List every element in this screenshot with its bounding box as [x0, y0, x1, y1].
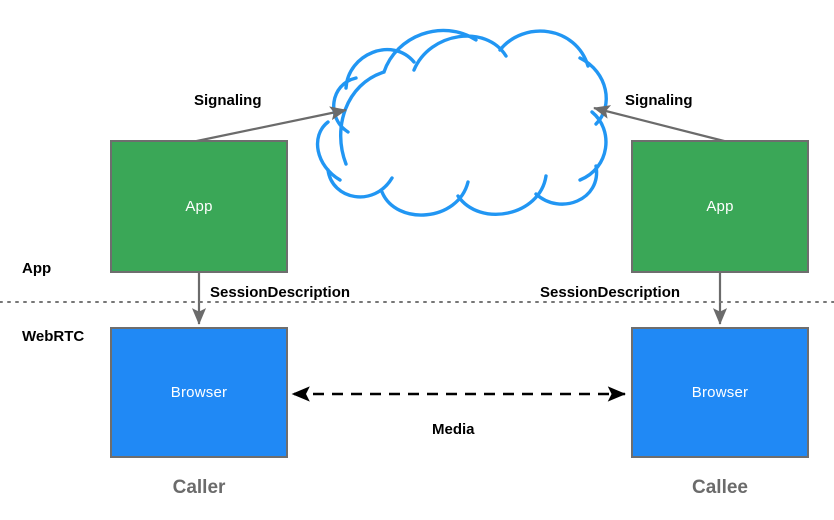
node-app-caller[interactable]: App	[110, 140, 288, 273]
node-label: Browser	[691, 384, 749, 401]
role-label-caller: Caller	[172, 477, 226, 498]
edge-label-session-description-left: SessionDescription	[210, 284, 351, 301]
node-browser-callee[interactable]: Browser	[631, 327, 809, 458]
node-label: App	[706, 198, 734, 215]
node-browser-caller[interactable]: Browser	[110, 327, 288, 458]
signaling-left-arrow	[191, 106, 347, 144]
layer-label-app: App	[22, 260, 52, 277]
layer-label-webrtc: WebRTC	[22, 328, 85, 345]
node-label: App	[185, 198, 213, 215]
edge-label-signaling-right: Signaling	[625, 92, 693, 109]
edge-label-signaling-left: Signaling	[194, 92, 262, 109]
role-label-callee: Callee	[692, 477, 748, 498]
node-app-callee[interactable]: App	[631, 140, 809, 273]
edge-label-session-description-right: SessionDescription	[540, 284, 681, 301]
node-label: Browser	[170, 384, 228, 401]
network-cloud-icon	[315, 28, 608, 217]
edge-label-media: Media	[432, 421, 475, 438]
signaling-right-arrow	[593, 105, 729, 144]
